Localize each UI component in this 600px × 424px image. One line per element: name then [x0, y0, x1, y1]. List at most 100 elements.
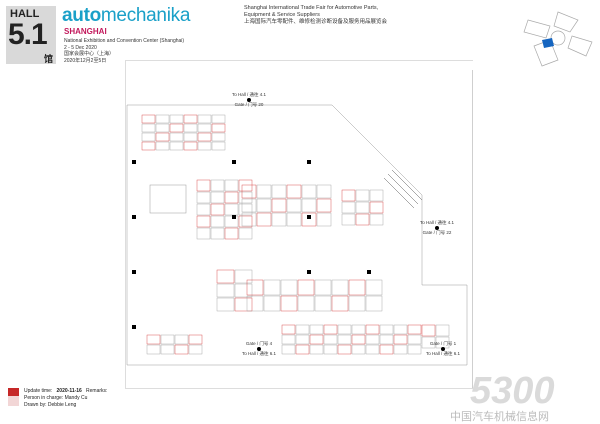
gate-bl-gate: Gate / 门号 4	[245, 341, 273, 346]
booth	[188, 344, 203, 355]
gate-top-gate: Gate / 门号 20	[234, 102, 264, 107]
booth	[435, 324, 450, 337]
hall-word: HALL	[10, 8, 40, 20]
booth	[224, 215, 239, 228]
dates-cn: 2020年12月2至5日	[64, 57, 107, 64]
booth	[196, 203, 211, 216]
venue-en: National Exhibition and Convention Cente…	[64, 38, 185, 44]
booth	[256, 198, 272, 213]
booth	[238, 227, 253, 240]
booth	[393, 344, 408, 355]
fair-line2: Equipment & Service Suppliers	[244, 12, 320, 18]
booth	[421, 336, 436, 349]
booth	[421, 324, 436, 337]
booth	[280, 279, 298, 296]
booth	[211, 114, 226, 124]
booth	[295, 334, 310, 345]
booth	[331, 295, 349, 312]
booth	[365, 334, 380, 345]
brand-bold: auto	[62, 5, 101, 26]
booth	[246, 295, 264, 312]
dates-en: 2 - 5 Dec 2020	[64, 44, 97, 51]
booth	[323, 344, 338, 355]
footer-info: Update time: 2020-11-16 Remarks: Person …	[24, 388, 107, 409]
booth	[295, 344, 310, 355]
gate-22: To Hall / 通往 4.1 Gate / 门号 22	[420, 220, 454, 236]
booth	[365, 344, 380, 355]
booth	[263, 295, 281, 312]
booth	[216, 283, 235, 298]
gate-br-to: To Hall / 通往 6.1	[426, 351, 461, 356]
booth	[160, 334, 175, 345]
booth	[155, 114, 170, 124]
fair-line3: 上海国际汽车零配件、维修检测诊断设备及服务用品展览会	[244, 19, 388, 25]
booth	[197, 123, 212, 133]
pillar	[307, 215, 311, 219]
booth	[341, 213, 356, 226]
booth	[348, 279, 366, 296]
booth	[355, 213, 370, 226]
booth	[238, 203, 253, 216]
booth	[241, 212, 257, 227]
booth	[210, 179, 225, 192]
booth	[331, 279, 349, 296]
pillar	[307, 160, 311, 164]
gate-bl-to: To Hall / 通往 6.1	[242, 351, 277, 356]
booth	[369, 201, 384, 214]
hall-walls	[126, 104, 468, 366]
drawn-value: Debbie Leng	[47, 402, 77, 408]
booth	[355, 201, 370, 214]
plan-border	[472, 70, 473, 388]
booth	[351, 344, 366, 355]
booth	[169, 123, 184, 133]
booth	[337, 334, 352, 345]
booth	[183, 114, 198, 124]
booth	[369, 213, 384, 226]
booth	[351, 324, 366, 335]
booth	[238, 191, 253, 204]
booth	[155, 132, 170, 142]
booth	[238, 215, 253, 228]
person-value: Mandy Cu	[64, 395, 88, 401]
booth	[316, 184, 332, 199]
gate-right-to: To Hall / 通往 4.1	[420, 220, 455, 225]
gate-1: Gate / 门号 1 To Hall / 通往 6.1	[426, 341, 460, 357]
booth	[407, 334, 422, 345]
booth	[286, 198, 302, 213]
booth	[211, 132, 226, 142]
booth	[196, 179, 211, 192]
booth	[197, 114, 212, 124]
booth	[309, 344, 324, 355]
booth	[393, 324, 408, 335]
booth	[211, 141, 226, 151]
gate-20: To Hall / 通往 4.1 Gate / 门号 20	[232, 92, 266, 108]
booth	[314, 295, 332, 312]
city: SHANGHAI	[64, 27, 107, 36]
booth	[183, 123, 198, 133]
booth	[309, 324, 324, 335]
booth	[297, 279, 315, 296]
booth	[280, 295, 298, 312]
booth	[323, 334, 338, 345]
booth	[146, 344, 161, 355]
hall-cn: 馆	[44, 54, 54, 64]
booth	[365, 295, 383, 312]
booth	[210, 215, 225, 228]
pillar	[307, 270, 311, 274]
pillar	[132, 160, 136, 164]
booth	[216, 297, 235, 312]
update-value: 2020-11-16	[56, 388, 82, 394]
booth	[407, 344, 422, 355]
booth	[271, 212, 287, 227]
remarks-label: Remarks:	[86, 388, 108, 394]
booth	[337, 324, 352, 335]
booth	[141, 132, 156, 142]
gate-top-to: To Hall / 通往 4.1	[232, 92, 267, 97]
booth	[341, 189, 356, 202]
booth	[174, 344, 189, 355]
booth	[197, 141, 212, 151]
booth	[174, 334, 189, 345]
booth	[196, 191, 211, 204]
booth	[369, 189, 384, 202]
booth	[183, 141, 198, 151]
